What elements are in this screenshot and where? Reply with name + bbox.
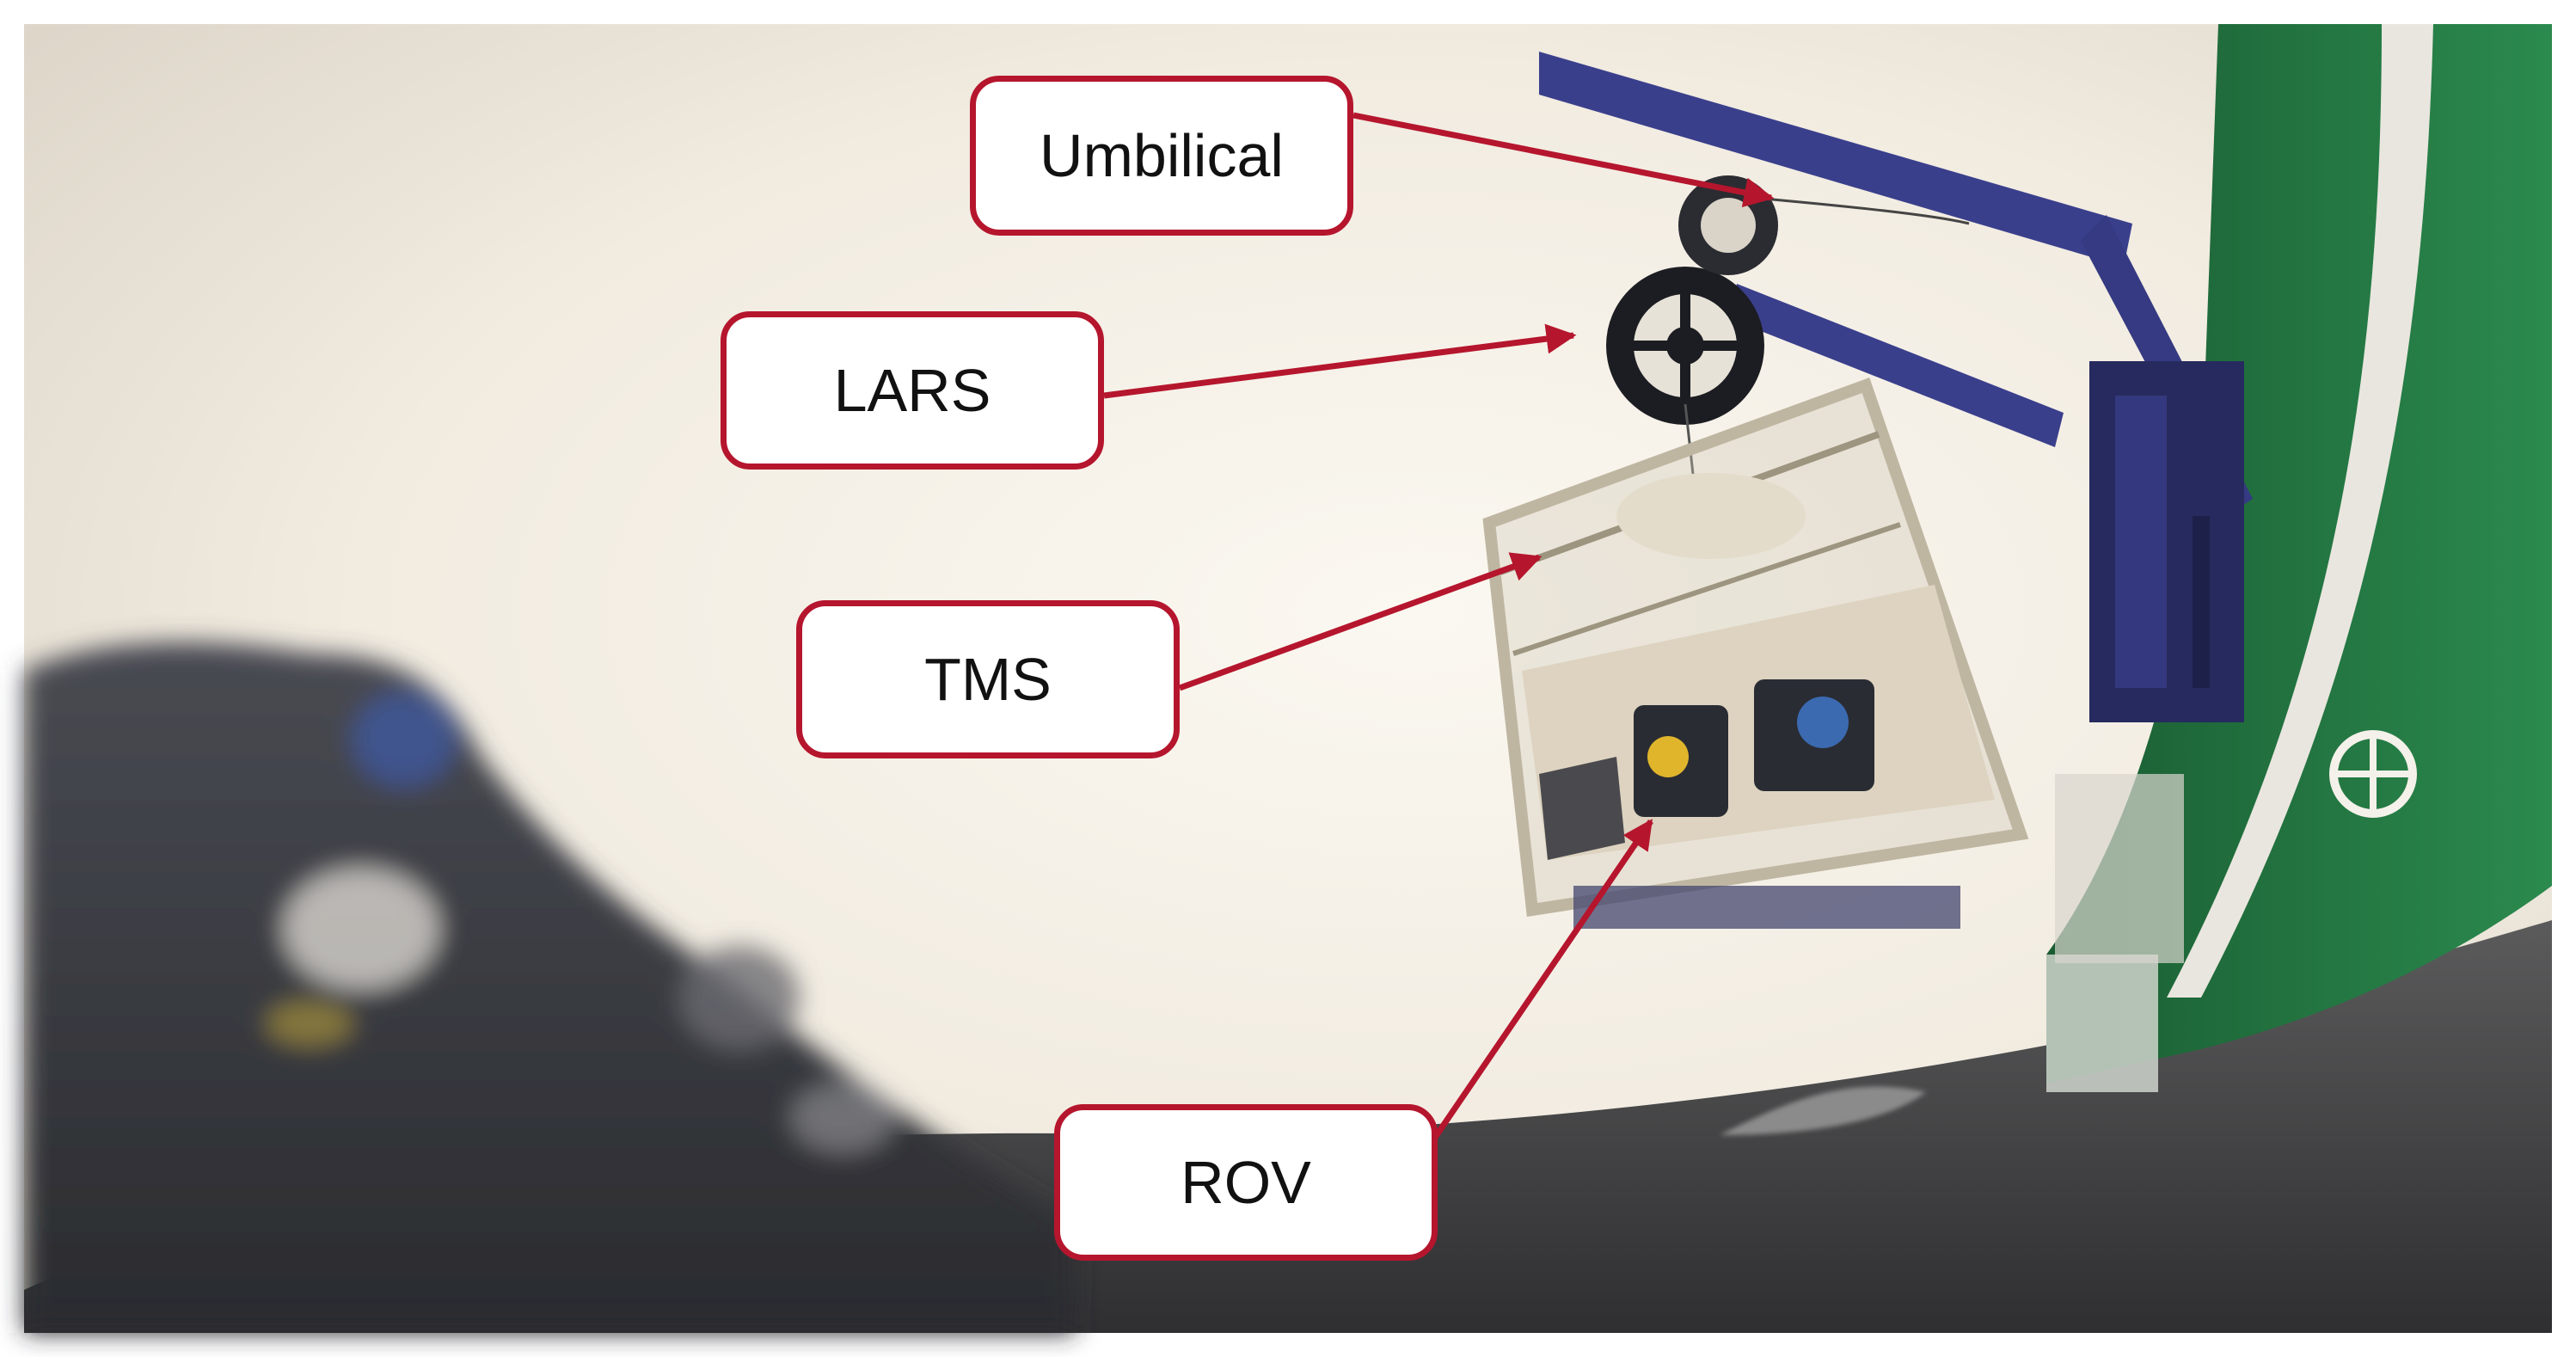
umbilical-label: Umbilical [970, 76, 1353, 236]
lars-arrow [1103, 323, 1577, 399]
rov [1522, 585, 1995, 860]
water-droplets [24, 642, 1075, 1333]
tms-label-text: TMS [924, 646, 1052, 713]
sheave-wheel [1606, 175, 1778, 425]
rov-label: ROV [1054, 1104, 1438, 1261]
crane-arm [1539, 52, 2253, 722]
rov-arrow [1428, 819, 1653, 1145]
umbilical-arrow [1352, 112, 1775, 208]
tms-arrow [1178, 552, 1543, 691]
rov-label-text: ROV [1181, 1149, 1311, 1216]
umbilical-cable [1753, 196, 1970, 225]
sea-spray [1720, 1086, 1926, 1135]
ship-hull [2046, 24, 2552, 1092]
lars-label-text: LARS [833, 357, 991, 424]
umbilical-label-text: Umbilical [1040, 122, 1284, 189]
callout-arrows [1103, 112, 1775, 1145]
lift-wire [1684, 403, 1696, 482]
tms-label: TMS [796, 600, 1180, 758]
lars-label: LARS [721, 311, 1104, 470]
